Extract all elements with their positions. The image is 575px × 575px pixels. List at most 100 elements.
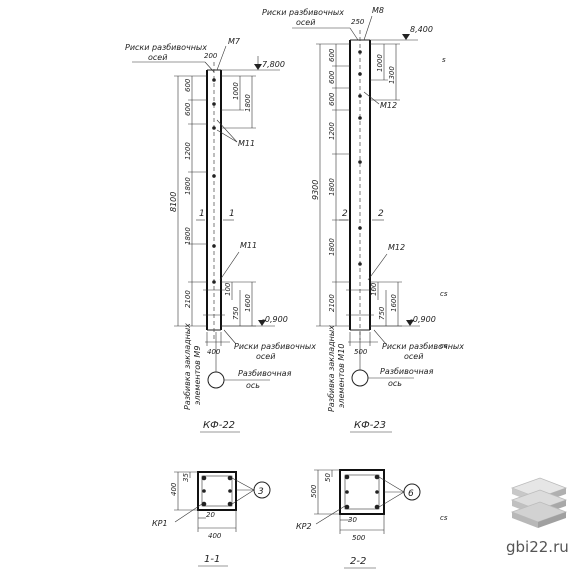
kf23-marks-bottom-2: осей xyxy=(404,352,423,361)
kf22-embedded-top: М7 xyxy=(228,37,241,46)
kf22-top-width: 200 xyxy=(204,52,218,60)
column-kf23-right-dims xyxy=(370,43,402,327)
kf22-section-right: 1 xyxy=(229,209,235,219)
s22-callout-circle xyxy=(403,483,421,501)
kf23-axis-2: ось xyxy=(388,379,402,388)
kf23-rdim-2: 100 xyxy=(370,282,378,296)
s22-frame: КР2 xyxy=(296,522,312,531)
column-kf22-ticks xyxy=(212,78,216,284)
column-kf22: 8100 600 600 1200 1800 1800 2100 1000 18… xyxy=(125,37,316,433)
kf22-total-length: 8100 xyxy=(169,192,178,212)
kf22-axis-2: ось xyxy=(246,381,260,390)
kf23-seg-5: 1800 xyxy=(328,238,336,256)
kf22-marks-top-2: осей xyxy=(148,53,167,62)
kf22-seg-5: 2100 xyxy=(184,290,192,308)
kf23-seg-2: 600 xyxy=(328,92,336,106)
kf23-bottom-width: 500 xyxy=(354,348,368,356)
s22-callout: 6 xyxy=(408,489,414,499)
site-logo xyxy=(510,477,568,528)
kf22-rdim-4: 1600 xyxy=(244,294,252,312)
kf22-embedded-layout-2: элементов М9 xyxy=(193,346,202,405)
kf22-axis-1: Разбивочная xyxy=(238,369,292,378)
kf22-embedded-layout-1: Разбивка закладных xyxy=(183,323,192,410)
kf22-seg-2: 1200 xyxy=(184,142,192,160)
kf22-seg-4: 1800 xyxy=(184,227,192,245)
column-kf22-body xyxy=(203,62,225,340)
s11-height: 400 xyxy=(170,482,178,496)
section-2-2 xyxy=(314,469,385,534)
kf23-elev-top: 8,400 xyxy=(410,25,433,34)
s22-cover-top: 50 xyxy=(324,473,332,482)
column-kf23-ticks xyxy=(358,50,362,266)
kf23-rdim-3: 750 xyxy=(378,306,386,320)
kf23-m12-bottom: М12 xyxy=(388,243,405,252)
kf23-top-width: 250 xyxy=(351,18,365,26)
kf23-marks-top-1: Риски разбивочных xyxy=(262,8,344,17)
kf22-seg-0: 600 xyxy=(184,78,192,92)
kf23-embedded-layout-2: элементов М10 xyxy=(337,343,346,408)
s22-cover-bottom: 30 xyxy=(348,516,357,524)
kf23-total-length: 9300 xyxy=(311,180,320,200)
kf22-marks-bottom-1: Риски разбивочных xyxy=(234,342,316,351)
column-kf23-left-dims xyxy=(316,43,350,327)
kf23-axis-circle xyxy=(351,369,369,387)
kf22-seg-3: 1800 xyxy=(184,177,192,195)
column-kf23-body xyxy=(346,30,374,340)
kf22-seg-1: 600 xyxy=(184,102,192,116)
kf22-rdim-0: 1000 xyxy=(232,82,240,100)
kf23-section-right: 2 xyxy=(378,209,384,219)
kf23-embedded-layout-1: Разбивка закладных xyxy=(327,325,336,412)
kf23-embedded-top: М8 xyxy=(372,6,384,15)
kf23-m12-top: М12 xyxy=(380,101,397,110)
column-kf22-right-dims xyxy=(221,75,256,327)
kf22-section-left: 1 xyxy=(199,209,205,219)
column-kf23: 9300 600 600 600 1200 1800 1800 2100 100… xyxy=(262,6,464,433)
kf22-rdim-1: 1800 xyxy=(244,94,252,112)
s22-width: 500 xyxy=(352,534,366,542)
edge-mark-2: cs xyxy=(440,290,448,298)
s11-label: 1-1 xyxy=(204,554,220,565)
kf23-elev-bottom-mark xyxy=(370,320,420,327)
kf23-seg-4: 1800 xyxy=(328,178,336,196)
kf23-title: КФ-23 xyxy=(354,420,386,431)
kf23-marks-top-2: осей xyxy=(296,18,315,27)
kf23-seg-0: 600 xyxy=(328,48,336,62)
edge-mark-4: cs xyxy=(440,514,448,522)
section-1-1 xyxy=(174,471,237,532)
s11-cover-top: 35 xyxy=(182,473,190,482)
kf23-rdim-0: 1000 xyxy=(376,54,384,72)
kf22-title: КФ-22 xyxy=(203,420,235,431)
s11-callout-circle xyxy=(253,481,271,499)
kf22-bottom-width: 400 xyxy=(207,348,221,356)
s22-height: 500 xyxy=(310,484,318,498)
s22-label: 2-2 xyxy=(350,556,366,567)
edge-mark-3: cs xyxy=(440,342,448,350)
kf23-seg-6: 2100 xyxy=(328,294,336,312)
s11-frame: КР1 xyxy=(152,519,168,528)
kf23-rdim-1: 1300 xyxy=(388,66,396,84)
kf23-axis-1: Разбивочная xyxy=(380,367,434,376)
kf22-elev-bottom: -0,900 xyxy=(262,315,288,324)
kf23-seg-1: 600 xyxy=(328,70,336,84)
s11-cover-bottom: 20 xyxy=(206,511,215,519)
s11-callout: 3 xyxy=(258,487,264,497)
kf22-elev-top-mark xyxy=(221,56,280,71)
kf22-marks-top-1: Риски разбивочных xyxy=(125,43,207,52)
kf23-seg-3: 1200 xyxy=(328,122,336,140)
column-kf22-left-dims xyxy=(174,75,207,327)
watermark-text: gbi22.ru xyxy=(506,538,569,556)
kf22-rdim-2: 100 xyxy=(224,282,232,296)
kf23-section-left: 2 xyxy=(342,209,348,219)
kf23-rdim-4: 1600 xyxy=(390,294,398,312)
kf23-elev-top-mark xyxy=(370,34,418,41)
kf22-elev-bottom-mark xyxy=(221,320,275,327)
kf22-marks-bottom-2: осей xyxy=(256,352,275,361)
kf22-m11-bottom: М11 xyxy=(240,241,257,250)
kf22-elev-top: 7,800 xyxy=(262,60,285,69)
edge-mark-1: s xyxy=(442,56,446,64)
s11-width: 400 xyxy=(208,532,222,540)
kf22-rdim-3: 750 xyxy=(232,306,240,320)
kf23-elev-bottom: -0,900 xyxy=(410,315,436,324)
kf22-m11-top: М11 xyxy=(238,139,255,148)
